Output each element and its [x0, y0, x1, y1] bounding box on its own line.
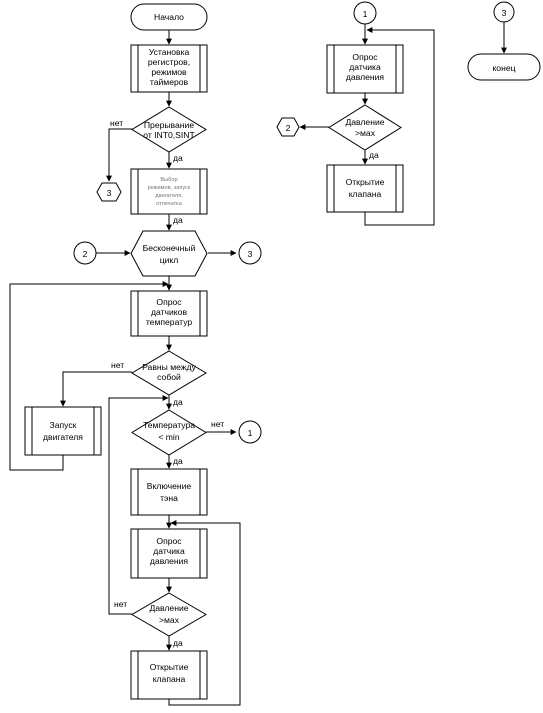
yes-label: да [173, 638, 183, 648]
connector-lines [9, 30, 241, 706]
interrupt-line-2: от INT0,SINT [143, 130, 195, 140]
yes-label: да [369, 150, 379, 160]
end-terminal: конец [467, 53, 541, 81]
poll-pressure-line-1: Опрос [156, 536, 182, 546]
open-valve-process-sub: Открытие клапана [326, 164, 404, 213]
yes-label: да [173, 456, 183, 466]
start-terminal: Начало [130, 3, 208, 31]
sub-poll-line-3: давления [346, 72, 385, 82]
connector-3: 3 [96, 182, 122, 202]
interrupt-decision: Прерывание от INT0,SINT [131, 106, 207, 153]
equal-line-1: Равны между [142, 362, 196, 372]
select-modes-line-2: режимов, запуск [148, 185, 191, 191]
pressure-decision: Давление >мах [131, 592, 207, 637]
yes-label: да [173, 397, 183, 407]
start-motor-process: Запуск двигателя [24, 406, 102, 456]
select-modes-process: Выбор режимов, запуск двигателя, отпечат… [130, 168, 208, 215]
infinite-loop-line-2: цикл [160, 255, 179, 265]
start-motor-line-2: двигателя [43, 432, 83, 442]
no-label: нет [111, 360, 124, 370]
connector-2-label: 2 [286, 123, 291, 133]
connector-2: 2 [276, 117, 300, 137]
open-valve-line-2: клапана [153, 674, 186, 684]
equal-line-2: собой [157, 372, 181, 382]
infinite-loop-line-1: Бесконечный [143, 243, 196, 253]
pressure-decision-sub: Давление >мах [328, 104, 402, 151]
connector-1-label: 1 [363, 9, 368, 19]
poll-pressure-process-sub: Опрос датчика давления [326, 44, 404, 94]
connector-3-label: 3 [502, 8, 507, 18]
yes-label: да [173, 153, 183, 163]
init-line-4: таймеров [150, 77, 189, 87]
select-modes-line-4: отпечатка [156, 201, 183, 207]
sub-valve-line-2: клапана [349, 189, 382, 199]
poll-pressure-line-3: давления [150, 556, 189, 566]
poll-pressure-line-2: датчика [153, 546, 185, 556]
connector-3-label: 3 [248, 249, 253, 259]
heater-line-1: Включение [147, 481, 192, 491]
no-label: нет [211, 419, 224, 429]
pressure-decision-line-2: >мах [159, 615, 180, 625]
init-process: Установка регистров, режимов таймеров [130, 44, 208, 93]
connector-lines-subroutine-1 [299, 24, 435, 226]
connector-3: 3 [493, 1, 515, 23]
connector-2: 2 [73, 241, 97, 265]
sub-valve-line-1: Открытие [346, 177, 385, 187]
open-valve-process: Открытие клапана [130, 650, 208, 700]
heater-on-process: Включение тэна [130, 468, 208, 516]
connector-1-label: 1 [248, 428, 253, 438]
poll-pressure-process: Опрос датчика давления [130, 528, 208, 579]
sub-poll-line-1: Опрос [352, 52, 378, 62]
start-label: Начало [154, 12, 184, 22]
start-motor-line-1: Запуск [50, 420, 77, 430]
sub-poll-line-2: датчика [349, 62, 381, 72]
connector-1: 1 [353, 1, 377, 25]
no-label: нет [110, 118, 123, 128]
temp-decision-line-2: < min [158, 432, 179, 442]
temp-decision-line-1: Температура [143, 420, 195, 430]
select-modes-line-1: Выбор [160, 177, 177, 183]
heater-line-2: тэна [160, 493, 178, 503]
poll-temp-line-1: Опрос [156, 297, 182, 307]
end-label: конец [492, 63, 515, 73]
interrupt-line-1: Прерывание [144, 120, 194, 130]
open-valve-line-1: Открытие [150, 662, 189, 672]
init-line-1: Установка [149, 47, 190, 57]
poll-temperature-process: Опрос датчиков температур [130, 290, 208, 337]
select-modes-line-3: двигателя, [155, 193, 183, 199]
sub-pressure-line-2: >мах [355, 128, 376, 138]
connector-3: 3 [238, 241, 262, 265]
equal-decision: Равны между собой [131, 350, 207, 396]
infinite-loop-hexagon: Бесконечный цикл [130, 230, 208, 277]
no-label: нет [114, 599, 127, 609]
pressure-decision-line-1: Давление [149, 603, 188, 613]
connector-3-label: 3 [107, 188, 112, 198]
poll-temp-line-2: датчиков [151, 307, 187, 317]
init-line-2: регистров, [148, 57, 190, 67]
sub-pressure-line-1: Давление [345, 117, 384, 127]
yes-label: да [173, 215, 183, 225]
poll-temp-line-3: температур [146, 317, 193, 327]
connector-1: 1 [238, 420, 262, 444]
connector-2-label: 2 [83, 249, 88, 259]
temperature-decision: Температура < min [131, 409, 207, 456]
init-line-3: режимов [151, 67, 187, 77]
